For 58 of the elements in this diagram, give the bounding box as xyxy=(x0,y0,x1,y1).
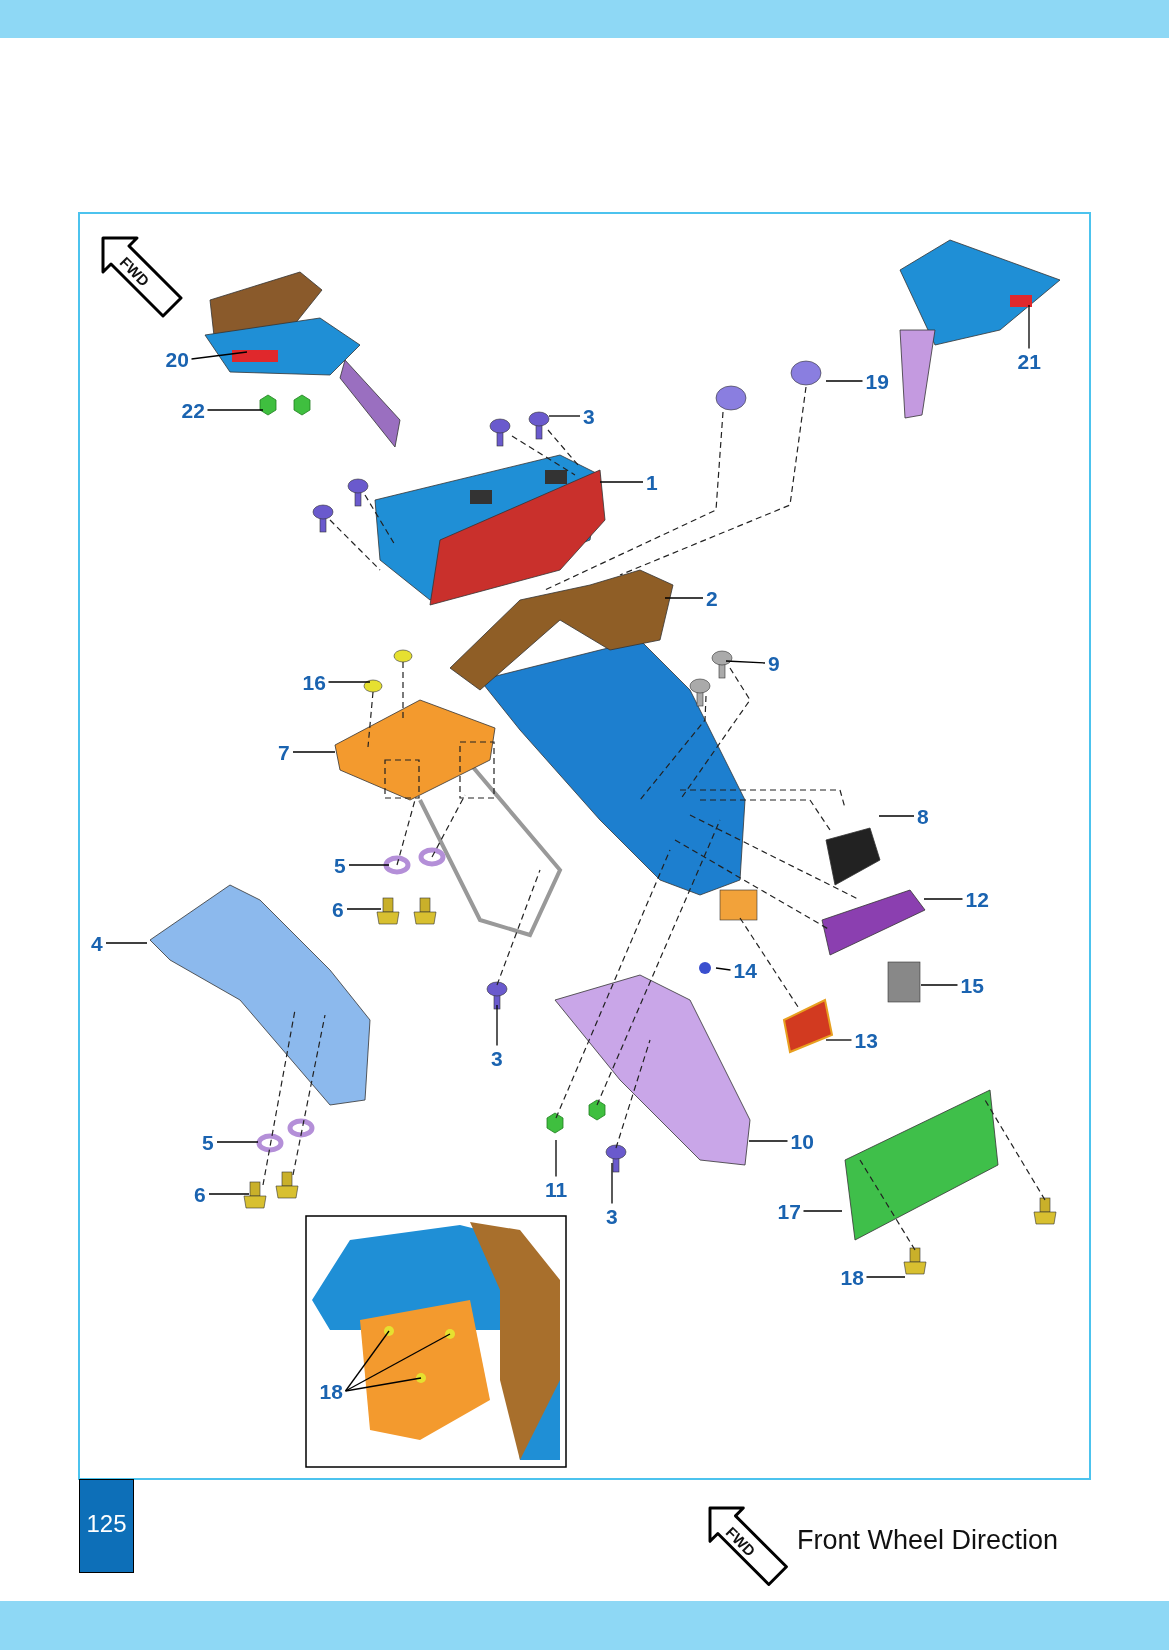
leader-line xyxy=(292,751,336,753)
callout-number: 21 xyxy=(1016,350,1042,372)
leader-line xyxy=(1028,304,1030,350)
page-number: 125 xyxy=(79,1479,134,1573)
leader-line xyxy=(348,864,390,866)
callout-number: 17 xyxy=(776,1200,802,1222)
leader-line xyxy=(555,1139,557,1178)
leader-line xyxy=(599,481,644,483)
callout-number: 19 xyxy=(864,370,890,392)
callout-number: 18 xyxy=(839,1266,865,1288)
callout-number: 7 xyxy=(277,741,291,763)
callout-number: 6 xyxy=(331,898,345,920)
callout-number: 22 xyxy=(180,399,206,421)
leader-line xyxy=(878,815,915,817)
leader-line xyxy=(496,1004,498,1047)
leader-line xyxy=(825,1039,853,1041)
callout-number: 20 xyxy=(164,348,190,370)
callout-number: 4 xyxy=(90,932,104,954)
callout-number: 8 xyxy=(916,805,930,827)
leader-line xyxy=(190,351,248,360)
leader-line xyxy=(920,984,959,986)
leader-line xyxy=(725,660,766,664)
callout-number: 11 xyxy=(544,1178,569,1200)
leader-line xyxy=(208,1193,250,1195)
leader-line xyxy=(105,942,148,944)
callout-number: 3 xyxy=(582,405,596,427)
leader-line xyxy=(346,908,382,910)
leader-line xyxy=(327,681,371,683)
leader-line xyxy=(344,1377,422,1392)
callout-number: 13 xyxy=(853,1029,879,1051)
leader-line xyxy=(865,1276,906,1278)
callout-number: 5 xyxy=(201,1131,215,1153)
callout-number: 3 xyxy=(605,1205,619,1227)
leader-line xyxy=(715,967,732,971)
legend-text: Front Wheel Direction xyxy=(797,1527,1059,1554)
callout-number: 6 xyxy=(193,1183,207,1205)
leader-line xyxy=(611,1162,613,1205)
callout-number: 10 xyxy=(789,1130,815,1152)
leader-line xyxy=(664,597,704,599)
callout-number: 3 xyxy=(490,1047,504,1069)
leader-line xyxy=(206,409,264,411)
callout-number: 15 xyxy=(959,974,985,996)
callout-number: 1 xyxy=(645,471,659,493)
callout-number: 5 xyxy=(333,854,347,876)
leader-line xyxy=(216,1141,259,1143)
leader-line xyxy=(548,415,581,417)
callout-number: 12 xyxy=(964,888,990,910)
leader-line xyxy=(802,1210,843,1212)
leader-line xyxy=(344,1330,390,1392)
callout-number: 18 xyxy=(318,1380,344,1402)
leader-line xyxy=(748,1140,789,1142)
callout-number: 16 xyxy=(301,671,327,693)
leader-line xyxy=(825,380,864,382)
callout-number: 9 xyxy=(767,652,781,674)
leader-line xyxy=(344,1333,451,1392)
leader-line xyxy=(923,898,964,900)
callout-number: 2 xyxy=(705,587,719,609)
callout-number: 14 xyxy=(732,959,758,981)
